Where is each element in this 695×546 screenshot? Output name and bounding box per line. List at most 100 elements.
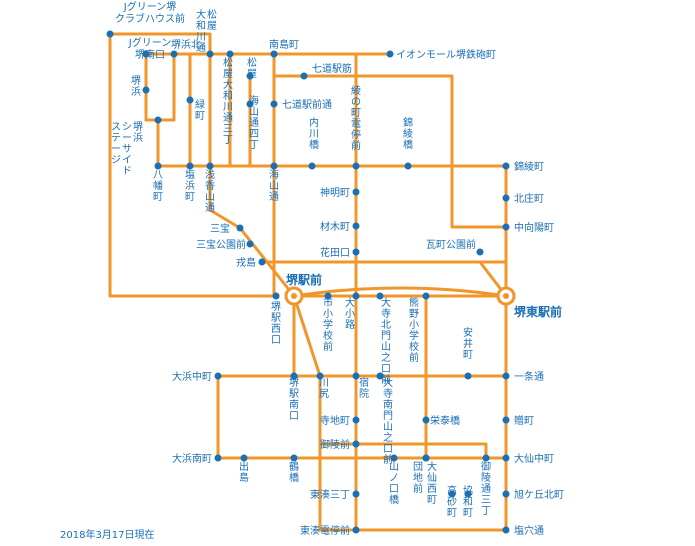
stop-label-minamijima: 南島町 [269,38,299,51]
stop-label-sakaihama-kita: 堺浜北 [171,39,201,51]
stop-marker-eitaibashi [422,416,430,424]
stop-marker-hanadaguchi [352,248,360,256]
stop-label-ebisujima: 戎島 [236,256,256,269]
stop-label-hatago: 贈町 [514,414,534,427]
stop-label-nishikiryo-bashi: 錦綾橋 [403,116,413,151]
stop-label-sanpo: 三宝 [210,222,230,235]
stop-label-j-green-club: Jグリーン堺クラブハウス前 [115,0,185,25]
stop-label-oderaminamimon: 大寺南門山之口前 [383,376,393,466]
stop-label-shinmeicho: 神明町 [320,186,350,199]
stop-marker-kitashojicho [502,194,510,202]
stop-marker-sanpo [236,224,244,232]
stop-marker-kawajiri [316,372,324,380]
stop-label-eitaibashi: 栄泰橋 [430,414,460,427]
route-shichido [272,74,508,229]
stop-marker-shukuin [352,372,360,380]
hubs: 堺駅前 堺東駅前 [284,272,562,319]
stop-label-kyowa: 協和町 [463,484,473,519]
stop-marker-goryomae [352,440,360,448]
stop-label-kaizan-4: 海山通四丁 [249,94,259,151]
stop-marker-sakaihama-kita [170,50,178,58]
stop-marker-asaka [206,162,214,170]
stop-marker-kumano [422,292,430,300]
stop-label-shiohama: 塩浜町 [185,168,195,203]
stop-marker-kaizan [270,162,278,170]
stop-label-matsuya-3: 松屋大和川通三丁 [223,56,233,146]
stop-marker-matsuya-3 [226,50,234,58]
stop-label-kawaramachi: 瓦町公園前 [426,238,476,251]
stop-marker-shinmeicho [352,188,360,196]
stop-label-ichijo: 一条通 [514,370,544,383]
stop-marker-goryo3 [482,454,490,462]
stop-label-asaka: 浅香山通 [205,168,215,214]
stop-label-zaimokucho: 材木町 [320,220,350,233]
stop-label-kawajiri: 川尻 [319,378,329,400]
stop-marker-ohama-minami [214,454,222,462]
route-lines [108,32,508,532]
stop-marker-terajicho [352,416,360,424]
stop-label-asahigaoka: 旭ケ丘北町 [514,489,564,501]
stop-marker-yamanoguchibashi [390,454,398,462]
stop-marker-nishikiryo [502,162,510,170]
route-goryo-upper [318,442,488,460]
stop-label-kaizan: 海山通 [269,168,279,203]
stop-label-goryo3: 御陵通三丁 [481,460,491,517]
stop-label-oderakitamon: 大寺北門山之口前 [381,296,391,386]
stop-marker-shichido-suji [300,72,308,80]
stop-marker-zaimokucho [352,222,360,230]
stop-label-sakai-hama: 堺浜 [131,75,141,98]
stop-label-oosennishi: 大仙西町 [427,460,437,506]
stop-marker-oshoji [352,292,360,300]
stop-label-matsuya: 松屋 [247,56,257,80]
stop-marker-asahigaoka [502,490,510,498]
stop-label-uchikawa: 内川橋 [309,116,319,151]
route-jgreen-loop [144,52,176,122]
stop-marker-dejima [240,454,248,462]
stop-label-shichido-mae: 七道駅前通 [282,98,332,111]
stop-label-tsuruhashi: 鶴橋 [289,460,299,484]
hub-sakai-higashi-label: 堺東駅前 [514,304,562,319]
stop-label-ohama-naka: 大浜中町 [172,370,212,383]
footnote: 2018年3月17日現在 [60,528,155,541]
stop-marker-sakai-nishiguchi [272,292,280,300]
hub-sakai-eki-dot [291,293,297,299]
stop-label-shichido-suji: 七道駅筋 [312,62,352,75]
stop-marker-midori [186,96,194,104]
stop-marker-kaizan-4 [246,100,254,108]
stop-marker-uchikawa [308,162,316,170]
stop-marker-takasago [448,490,456,498]
stop-marker-shiohama [186,162,194,170]
stop-label-nishikiryo: 錦綾町 [514,160,544,173]
stop-marker-ohama-naka [214,372,222,380]
stop-marker-ryonomachi [352,162,360,170]
stop-label-takasago: 高砂町 [447,484,457,519]
stop-label-danchi: 団地前 [413,461,423,495]
stop-label-yasui: 安井町 [463,326,473,361]
stop-label-matsuya-yamato: 松屋大和川通 [196,8,217,54]
stop-label-shioana: 塩穴通 [514,524,544,537]
stop-label-shukuin: 宿院 [359,376,369,400]
stop-marker-ebisujima [258,258,266,266]
stop-label-dejima: 出島 [239,460,249,484]
stop-label-kitashojicho: 北庄町 [514,192,544,205]
hub-sakai-eki-label: 堺駅前 [286,272,322,287]
stop-label-terajicho: 寺地町 [320,414,350,427]
stop-marker-minamijima [270,50,278,58]
stop-label-ohama-minami: 大浜南町 [172,452,212,465]
stop-marker-seaside-stage [154,116,162,124]
stop-label-seaside-stage: 堺浜シーサイドステージ [111,121,143,177]
stop-marker-sanpo-park [246,240,254,248]
stop-marker-oderaminamimon [376,372,384,380]
stop-label-midori: 緑町 [195,98,205,122]
stop-marker-oosennishi [422,454,430,462]
stop-marker-hachiman [154,162,162,170]
stop-marker-matsuya-yamato [206,50,214,58]
stop-label-sakai-minamiguchi: 堺駅南口 [289,377,299,422]
stop-marker-shi-shogakko [324,292,332,300]
stop-label-sanpo-park: 三宝公園前 [196,238,246,251]
stop-label-j-green-minamiguchi: Jグリーン堺南口 [128,36,171,61]
stop-marker-ichijo [502,372,510,380]
stop-marker-higashiminato-station [352,526,360,534]
stop-label-goryomae: 御陵前 [320,438,350,451]
